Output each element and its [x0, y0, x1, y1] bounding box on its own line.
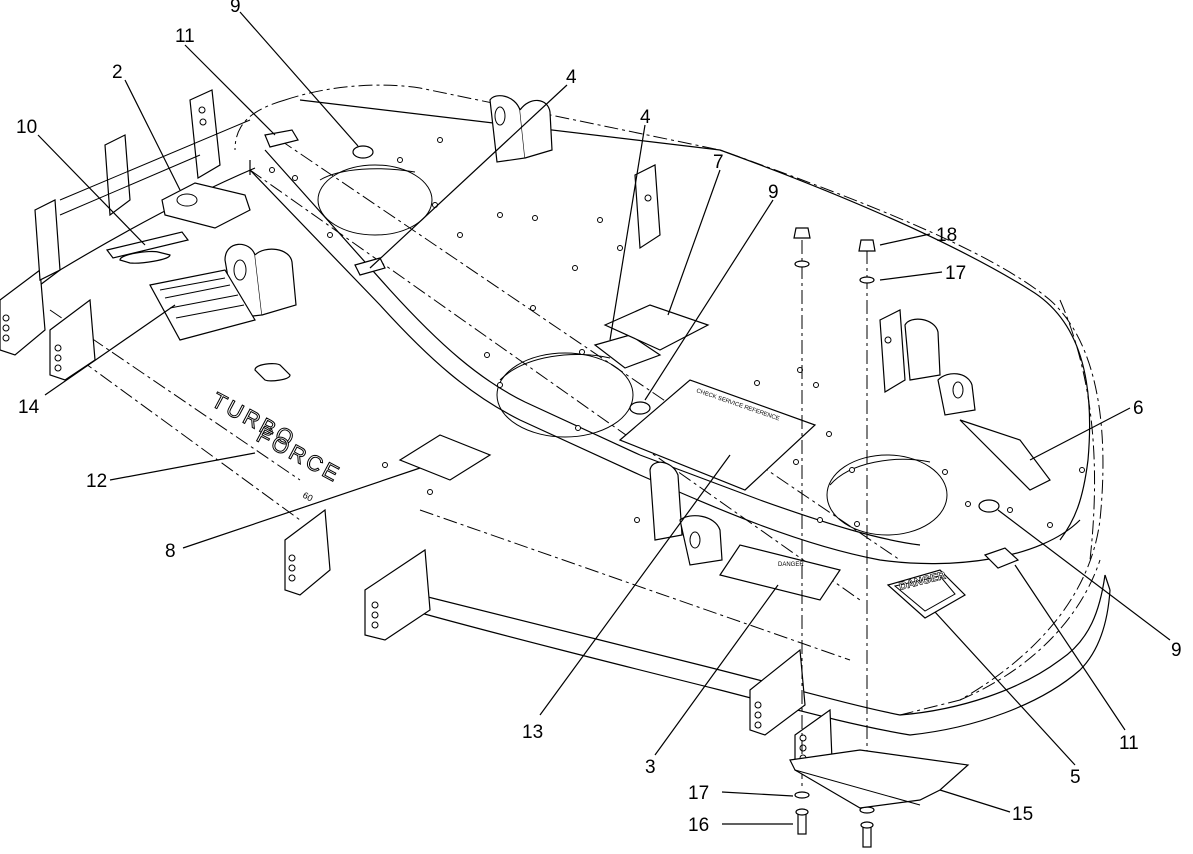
callout-8: 8 [165, 541, 176, 562]
hardware-left-column [793, 227, 811, 835]
callout-14: 14 [18, 397, 40, 418]
washer-left-bottom [794, 791, 810, 799]
decal-9-top [352, 145, 374, 159]
decal-9-right [978, 499, 1000, 513]
blade-opening-left [317, 164, 433, 236]
callout-4-right: 4 [640, 107, 651, 128]
u-brackets [224, 95, 976, 566]
washer-left-top [794, 260, 810, 268]
blade-opening-center [496, 352, 634, 438]
decal-4-right [593, 334, 662, 369]
nut-18 [858, 239, 876, 252]
decal-3 [719, 544, 841, 601]
nut-left [793, 227, 811, 239]
decal-6 [959, 419, 1051, 491]
callout-5: 5 [1070, 767, 1081, 788]
callout-13: 13 [522, 722, 543, 743]
decal-11-right [983, 547, 1020, 569]
left-hitch-plates [0, 89, 251, 381]
decal-11-left [264, 129, 299, 148]
blade-opening-right [826, 454, 948, 536]
decal-8 [398, 434, 492, 481]
decal-5 [886, 569, 966, 619]
callout-4-left: 4 [566, 67, 577, 88]
decal-4-left [354, 257, 386, 276]
callout-6: 6 [1133, 398, 1144, 419]
callout-2: 2 [112, 62, 123, 83]
hardware-right-column [858, 239, 876, 848]
decal-12-slot [119, 250, 291, 382]
bottom-plate-15 [789, 749, 970, 809]
callout-17-bottom: 17 [688, 783, 709, 804]
callout-3: 3 [645, 757, 656, 778]
decal-7 [603, 304, 710, 351]
callout-9-top: 9 [230, 0, 241, 17]
leader-lines [37, 11, 1171, 825]
decal-13 [618, 379, 817, 491]
callout-7: 7 [713, 152, 724, 173]
callout-10: 10 [16, 117, 37, 138]
decal-10 [105, 231, 190, 259]
callout-17-top: 17 [945, 263, 966, 284]
callout-11-right: 11 [1119, 733, 1139, 754]
callout-labels: 9 11 2 10 4 4 7 9 18 17 14 12 8 6 9 13 3… [16, 0, 1182, 836]
washer-17-top [859, 276, 875, 284]
callout-12: 12 [86, 471, 107, 492]
front-hitch-plates [284, 164, 906, 776]
callout-18: 18 [936, 225, 957, 246]
callout-9-right: 9 [1171, 640, 1182, 661]
callout-9-center: 9 [768, 182, 779, 203]
danger-box-text: DANGER [778, 562, 804, 568]
blade-openings [317, 164, 948, 536]
callout-11-left: 11 [175, 26, 195, 47]
callout-16: 16 [688, 815, 709, 836]
turbo-force-emboss: TURBO FORCE 60 [207, 387, 346, 504]
decal-14 [149, 269, 256, 341]
decal-2 [161, 182, 251, 229]
decal-9-center [629, 401, 651, 415]
emboss-size: 60 [301, 490, 315, 504]
callout-15: 15 [1012, 804, 1033, 825]
